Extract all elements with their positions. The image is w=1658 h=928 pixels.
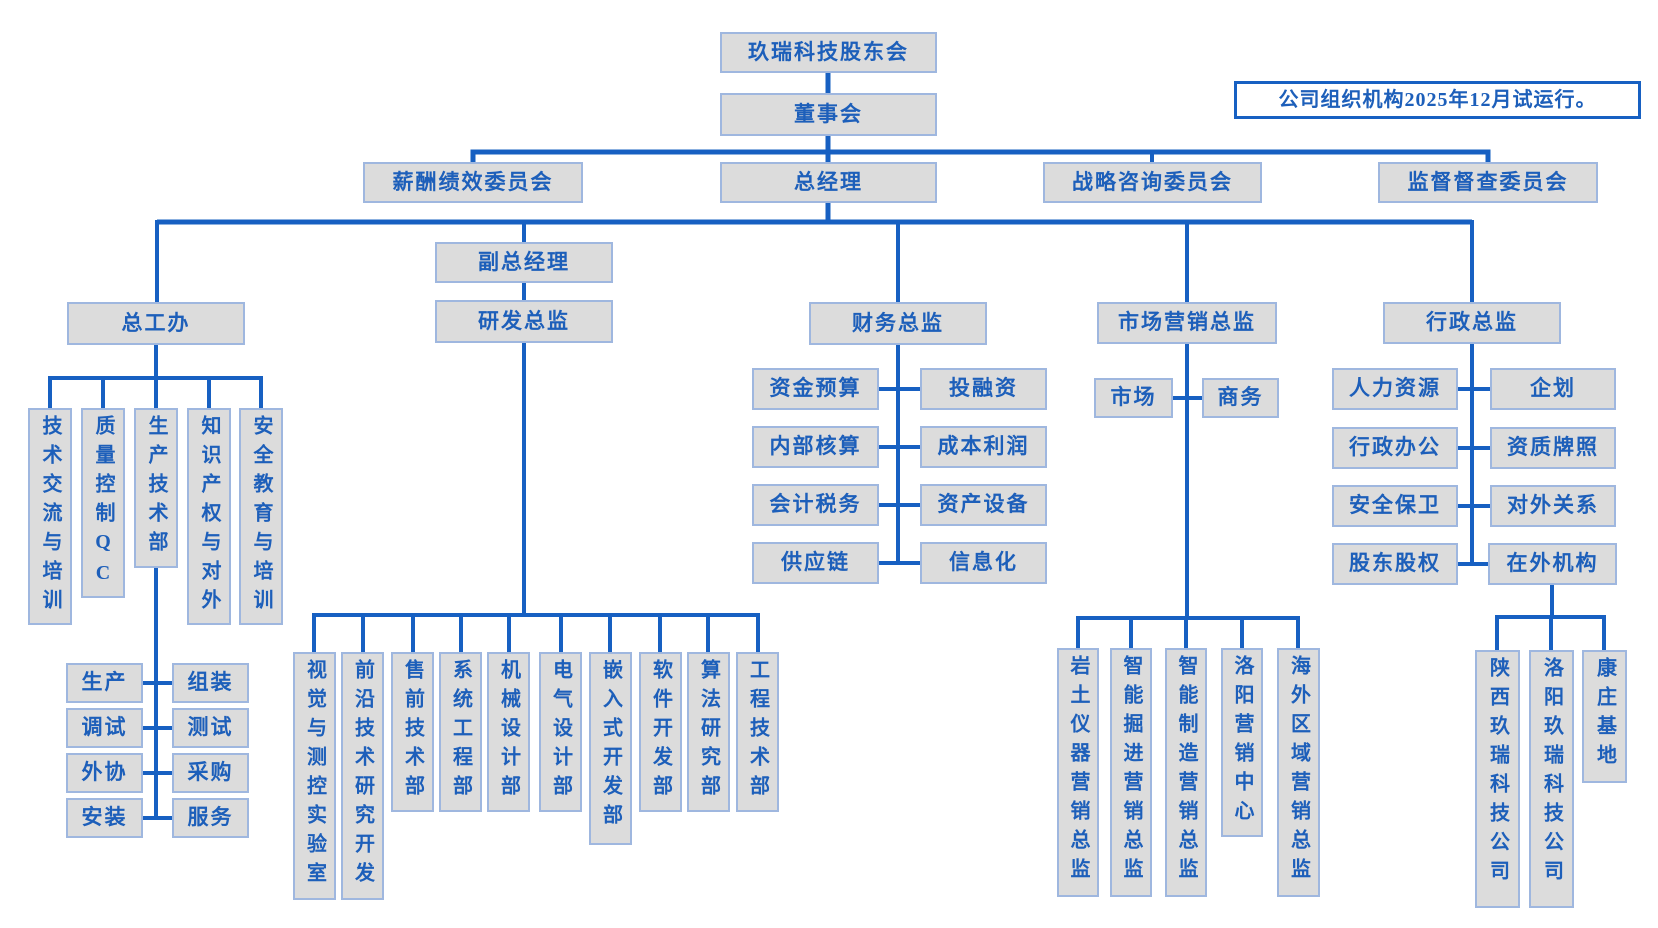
org-node-deputy-general-manager: 副总经理 bbox=[435, 242, 613, 283]
org-node-installation: 安装 bbox=[66, 798, 143, 838]
org-node-investment-financing: 投融资 bbox=[920, 368, 1047, 410]
org-node-software-dev-dept: 软件开发部 bbox=[639, 652, 682, 812]
org-node-vision-measurement-lab: 视觉与测控实验室 bbox=[293, 652, 336, 900]
org-node-rd-director: 研发总监 bbox=[435, 300, 613, 343]
org-node-capital-budget: 资金预算 bbox=[752, 368, 879, 410]
org-node-smart-manufacturing-sales-director: 智能制造营销总监 bbox=[1165, 648, 1207, 897]
org-node-planning: 企划 bbox=[1490, 368, 1616, 410]
org-node-quality-control-qc: 质量控制QC bbox=[81, 408, 125, 598]
org-node-safety-education-training: 安全教育与培训 bbox=[239, 408, 283, 625]
org-node-assets-equipment: 资产设备 bbox=[920, 484, 1047, 526]
org-node-security-guard: 安全保卫 bbox=[1332, 485, 1458, 527]
org-node-business: 商务 bbox=[1202, 378, 1279, 418]
org-node-kangzhuang-base: 康庄基地 bbox=[1582, 650, 1627, 783]
org-node-chief-engineer-office: 总工办 bbox=[67, 302, 245, 345]
org-node-debugging: 调试 bbox=[66, 708, 143, 748]
org-node-tech-exchange-training: 技术交流与培训 bbox=[28, 408, 72, 625]
org-node-cost-profit: 成本利润 bbox=[920, 426, 1047, 468]
org-node-geotech-instrument-sales-director: 岩土仪器营销总监 bbox=[1057, 648, 1099, 897]
org-node-supervision-committee: 监督督查委员会 bbox=[1378, 162, 1598, 203]
org-node-shareholder-equity: 股东股权 bbox=[1332, 543, 1458, 585]
org-node-production: 生产 bbox=[66, 663, 143, 703]
org-node-human-resources: 人力资源 bbox=[1332, 368, 1458, 410]
org-node-luoyang-jiurui-tech: 洛阳玖瑞科技公司 bbox=[1529, 650, 1574, 908]
org-node-production-tech-dept: 生产技术部 bbox=[134, 408, 178, 568]
org-node-external-institutions: 在外机构 bbox=[1488, 543, 1617, 585]
org-node-assembly: 组装 bbox=[172, 663, 249, 703]
org-node-service: 服务 bbox=[172, 798, 249, 838]
org-node-outsourcing: 外协 bbox=[66, 753, 143, 793]
org-node-shaanxi-jiurui-tech: 陕西玖瑞科技公司 bbox=[1475, 650, 1520, 908]
org-node-external-relations: 对外关系 bbox=[1490, 485, 1616, 527]
org-node-electrical-design-dept: 电气设计部 bbox=[539, 652, 582, 812]
org-node-compensation-committee: 薪酬绩效委员会 bbox=[363, 162, 583, 203]
org-node-marketing-director: 市场营销总监 bbox=[1097, 302, 1277, 344]
org-node-board: 董事会 bbox=[720, 93, 937, 136]
org-node-smart-excavation-sales-director: 智能掘进营销总监 bbox=[1110, 648, 1152, 897]
org-node-market: 市场 bbox=[1094, 378, 1173, 418]
org-node-internal-accounting: 内部核算 bbox=[752, 426, 879, 468]
org-node-supply-chain: 供应链 bbox=[752, 542, 879, 584]
org-node-ip-and-external: 知识产权与对外 bbox=[187, 408, 231, 625]
org-node-accounting-tax: 会计税务 bbox=[752, 484, 879, 526]
org-node-overseas-region-sales-director: 海外区域营销总监 bbox=[1277, 648, 1320, 897]
org-node-engineering-tech-dept: 工程技术部 bbox=[736, 652, 779, 812]
org-node-general-manager: 总经理 bbox=[720, 162, 937, 203]
org-node-algorithm-research-dept: 算法研究部 bbox=[687, 652, 730, 812]
org-node-shareholders: 玖瑞科技股东会 bbox=[720, 32, 937, 73]
org-node-testing: 测试 bbox=[172, 708, 249, 748]
org-node-mechanical-design-dept: 机械设计部 bbox=[487, 652, 530, 812]
org-node-admin-office: 行政办公 bbox=[1332, 427, 1458, 469]
org-node-embedded-dev-dept: 嵌入式开发部 bbox=[589, 652, 632, 845]
org-node-strategy-committee: 战略咨询委员会 bbox=[1043, 162, 1262, 203]
org-node-procurement: 采购 bbox=[172, 753, 249, 793]
org-node-qualifications-licenses: 资质牌照 bbox=[1490, 427, 1616, 469]
connector-line bbox=[470, 149, 1491, 166]
org-node-system-engineering-dept: 系统工程部 bbox=[439, 652, 482, 812]
org-node-presales-tech-dept: 售前技术部 bbox=[391, 652, 434, 812]
org-node-frontier-tech-rd: 前沿技术研究开发 bbox=[341, 652, 384, 900]
org-node-finance-director: 财务总监 bbox=[809, 302, 987, 345]
org-node-admin-director: 行政总监 bbox=[1383, 302, 1561, 344]
org-node-informatization: 信息化 bbox=[920, 542, 1047, 584]
org-node-luoyang-marketing-center: 洛阳营销中心 bbox=[1221, 648, 1263, 837]
note-box: 公司组织机构2025年12月试运行。 bbox=[1234, 81, 1641, 119]
